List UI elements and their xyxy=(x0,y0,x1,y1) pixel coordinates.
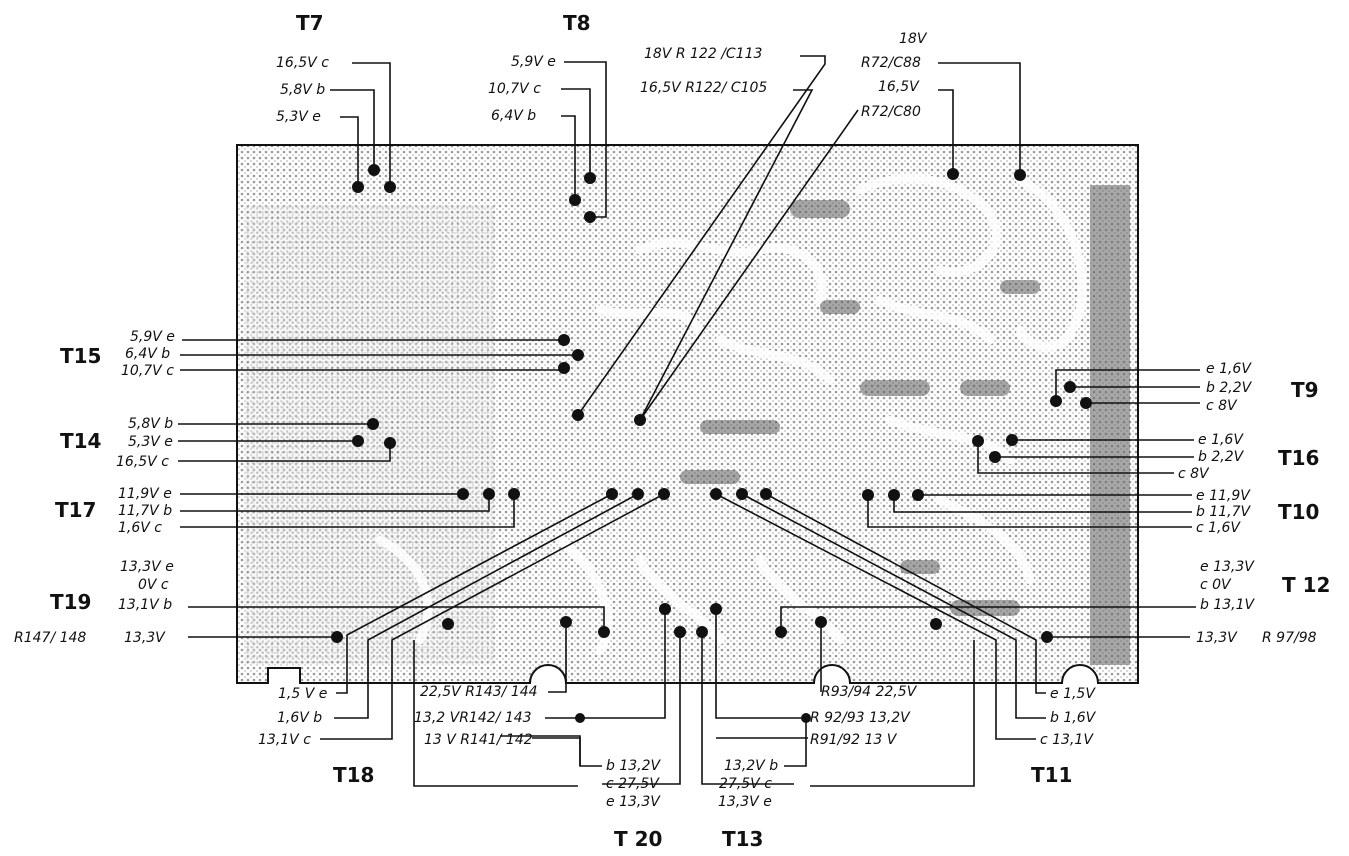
transistor-name-t7: T7 xyxy=(296,11,324,35)
ref-label-r142-143: 13,2 VR142/ 143 xyxy=(414,710,532,726)
pin-label-t10-b: b 11,7V xyxy=(1196,504,1252,520)
pin-label-t10-c: c 1,6V xyxy=(1196,520,1241,536)
pin-label-t19-c: 0V c xyxy=(138,577,169,593)
pin-label-t8-e: 5,9V e xyxy=(511,54,556,70)
pin-label-t8-c: 10,7V c xyxy=(488,81,541,97)
ref-bottom-right: R93/94 22,5V R 92/93 13,2V R91/92 13 V xyxy=(710,603,918,748)
pin-label-t18-b: 1,6V b xyxy=(277,710,322,726)
pin-label-t14-e: 5,3V e xyxy=(128,434,173,450)
transistor-name-t20: T 20 xyxy=(614,827,662,851)
pin-label-t9-c: c 8V xyxy=(1206,398,1238,414)
pin-label-t15-b: 6,4V b xyxy=(125,346,170,362)
pin-label-t12-c: c 0V xyxy=(1200,577,1232,593)
ref-r72: 18V R72/C88 16,5V R72/C80 xyxy=(639,31,1026,421)
transistor-t16: e 1,6V b 2,2V c 8V xyxy=(972,432,1245,482)
transistor-name-t9: T9 xyxy=(1291,378,1319,402)
pin-label-t12-b: b 13,1V xyxy=(1200,597,1256,613)
pin-label-t11-b: b 1,6V xyxy=(1050,710,1097,726)
pin-label-t14-b: 5,8V b xyxy=(128,416,173,432)
pin-label-t17-e: 11,9V e xyxy=(118,486,172,502)
ref-r122: 18V R 122 /C113 16,5V R122/ C105 xyxy=(572,46,826,426)
ref-label-r92-93: R 92/93 13,2V xyxy=(810,710,911,726)
pin-label-t17-b: 11,7V b xyxy=(118,503,172,519)
transistor-name-t12: T 12 xyxy=(1282,573,1330,597)
pad-t7-c xyxy=(384,181,396,193)
ref-label-r72-c80: R72/C80 xyxy=(861,104,921,120)
ref-label-r143-144: 22,5V R143/ 144 xyxy=(420,684,538,700)
transistor-t9: e 1,6V b 2,2V c 8V xyxy=(1050,361,1253,414)
ref-label-r141-142: 13 V R141/ 142 xyxy=(424,732,533,748)
transistor-name-t15: T15 xyxy=(60,344,101,368)
pin-label-t12-e: e 13,3V xyxy=(1200,559,1255,575)
ref-label-r72-c88-voltage: 18V xyxy=(899,31,928,47)
ref-label-r72-c88: R72/C88 xyxy=(861,55,921,71)
transistor-name-t11: T11 xyxy=(1031,763,1072,787)
pin-label-t18-e: 1,5 V e xyxy=(278,686,327,702)
pin-label-t12-r: 13,3V xyxy=(1196,630,1238,646)
transistor-name-t17: T17 xyxy=(55,498,96,522)
pin-label-t16-c: c 8V xyxy=(1178,466,1210,482)
pin-label-t8-b: 6,4V b xyxy=(491,108,536,124)
transistor-t11: e 1,5V b 1,6V c 13,1V xyxy=(710,488,1097,748)
pin-label-t19-e: 13,3V e xyxy=(120,559,174,575)
ref-label-r97-98: R 97/98 xyxy=(1262,630,1317,646)
transistor-name-t8: T8 xyxy=(563,11,591,35)
pin-label-t18-c: 13,1V c xyxy=(258,732,311,748)
transistor-t15: 5,9V e 6,4V b 10,7V c xyxy=(121,329,584,379)
pin-label-t13-e: 13,3V e xyxy=(718,794,772,810)
transistor-name-t13: T13 xyxy=(722,827,763,851)
pin-label-t7-e: 5,3V e xyxy=(276,109,321,125)
pin-label-t11-c: c 13,1V xyxy=(1040,732,1094,748)
transistor-name-t16: T16 xyxy=(1278,446,1319,470)
pin-label-t14-c: 16,5V c xyxy=(116,454,169,470)
pin-label-t16-b: b 2,2V xyxy=(1198,449,1245,465)
pin-label-t7-c: 16,5V c xyxy=(276,55,329,71)
transistor-t8: 5,9V e 10,7V c 6,4V b xyxy=(488,54,607,223)
transistor-t13: 13,2V b 27,5V c 13,3V e xyxy=(696,618,975,810)
pin-label-t20-b: b 13,2V xyxy=(606,758,662,774)
pin-label-t19-r: 13,3V xyxy=(124,630,166,646)
pin-label-t17-c: 1,6V c xyxy=(118,520,162,536)
ref-label-r72-c80-voltage: 16,5V xyxy=(878,79,920,95)
transistor-t18: 1,5 V e 1,6V b 13,1V c xyxy=(258,488,670,748)
ref-label-r93-94: R93/94 22,5V xyxy=(821,684,918,700)
pin-label-t11-e: e 1,5V xyxy=(1050,686,1096,702)
pcb-board xyxy=(236,144,1139,684)
pin-label-t19-b: 13,1V b xyxy=(118,597,172,613)
pad-t7-b xyxy=(368,164,380,176)
transistor-t12: e 13,3V c 0V b 13,1V 13,3V R 97/98 xyxy=(775,559,1317,646)
pin-label-t9-b: b 2,2V xyxy=(1206,380,1253,396)
pin-label-t16-e: e 1,6V xyxy=(1198,432,1244,448)
pin-label-t10-e: e 11,9V xyxy=(1196,488,1251,504)
pin-label-t9-e: e 1,6V xyxy=(1206,361,1252,377)
ref-label-r91-92: R91/92 13 V xyxy=(810,732,898,748)
transistor-t10: e 11,9V b 11,7V c 1,6V xyxy=(862,488,1252,536)
transistor-name-t19: T19 xyxy=(50,590,91,614)
pin-label-t13-b: 13,2V b xyxy=(724,758,778,774)
transistor-name-t10: T10 xyxy=(1278,500,1319,524)
transistor-t7: 16,5V c 5,8V b 5,3V e xyxy=(276,55,396,193)
transistor-t14: 5,8V b 5,3V e 16,5V c xyxy=(116,416,396,470)
ref-label-r122-c113: 18V R 122 /C113 xyxy=(644,46,762,62)
pin-label-t7-b: 5,8V b xyxy=(280,82,325,98)
transistor-t19: 13,3V e 0V c 13,1V b R147/ 148 13,3V xyxy=(14,559,610,646)
transistor-name-t18: T18 xyxy=(333,763,374,787)
ref-label-r147-148: R147/ 148 xyxy=(14,630,86,646)
pad-t7-e xyxy=(352,181,364,193)
pin-label-t15-c: 10,7V c xyxy=(121,363,174,379)
ref-bottom-left: 22,5V R143/ 144 13,2 VR142/ 143 13 V R14… xyxy=(414,603,671,766)
transistor-name-t14: T14 xyxy=(60,429,101,453)
pin-label-t15-e: 5,9V e xyxy=(130,329,175,345)
ref-label-r122-c105: 16,5V R122/ C105 xyxy=(640,80,767,96)
pin-label-t20-e: e 13,3V xyxy=(606,794,661,810)
transistor-t17: 11,9V e 11,7V b 1,6V c xyxy=(118,486,520,536)
